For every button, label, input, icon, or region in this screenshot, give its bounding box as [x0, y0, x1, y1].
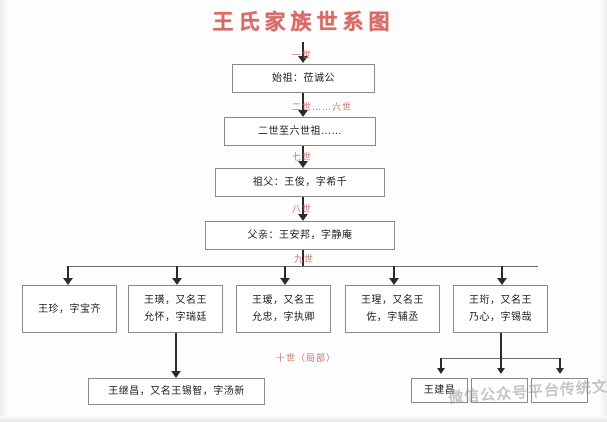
node-gen10-3[interactable]: [471, 378, 528, 403]
node-gen9-4-line2: 佐，字辅丞: [366, 312, 419, 323]
node-gen10-2-label: 王建昌: [423, 384, 456, 396]
arrow-gen9-4: [389, 278, 399, 285]
arrow-gen9-2: [172, 278, 182, 285]
node-gen9-3-line1: 王瑷，又名王: [252, 295, 315, 306]
node-gen10-1[interactable]: 王继昌，又名王锡智，字汤新: [88, 378, 265, 405]
connector-title-to-ancestor: [302, 42, 304, 60]
page-edge-bottom: [0, 416, 607, 422]
node-gen9-5[interactable]: 王珩，又名王 乃心，字锡哉: [453, 285, 548, 333]
generation-label-9: 九世: [294, 255, 315, 265]
drop-gen10-2: [440, 358, 442, 371]
generation-label-8: 八世: [292, 205, 313, 215]
page-edge-right: [599, 0, 607, 422]
page-edge-left: [0, 0, 8, 422]
arrow-gen10-left: [171, 371, 181, 378]
arrow-to-father: [298, 214, 308, 221]
connector-grandfather-to-father: [302, 197, 304, 219]
node-gen9-3-line2: 允忠，字执卿: [252, 312, 315, 323]
arrow-gen10-3: [497, 368, 505, 374]
arrow-to-gen2: [298, 110, 308, 117]
node-father[interactable]: 父亲：王安邦，字静庵: [205, 221, 395, 250]
arrow-to-grandfather: [298, 161, 308, 168]
generation-label-10: 十世（局部）: [276, 354, 337, 364]
drop-gen9-5: [501, 266, 503, 281]
node-gen9-3[interactable]: 王瑷，又名王 允忠，字执卿: [236, 285, 331, 333]
connector-gen9-2-to-gen10: [175, 333, 177, 375]
node-grandfather[interactable]: 祖父：王俊，字希千: [215, 168, 385, 197]
node-gen10-1-label: 王继昌，又名王锡智，字汤新: [108, 385, 245, 397]
generation-label-1: 一世: [292, 51, 313, 61]
chart-title: 王氏家族世系图: [212, 10, 395, 34]
node-gen10-4[interactable]: [531, 378, 588, 403]
drop-gen9-1: [67, 266, 69, 281]
drop-gen9-2: [176, 266, 178, 281]
node-gen9-5-line2: 乃心，字锡哉: [469, 312, 532, 323]
node-ancestor[interactable]: 始祖：莅诚公: [232, 64, 375, 93]
node-gen9-4[interactable]: 王瑆，又名王 佐，字辅丞: [345, 285, 440, 333]
node-gen9-2-line1: 王璜，又名王: [144, 295, 207, 306]
node-father-label: 父亲：王安邦，字静庵: [247, 229, 353, 241]
generation-label-7: 七世: [292, 153, 313, 163]
connector-gen9-5-down: [500, 333, 502, 359]
arrow-gen10-2: [437, 368, 445, 374]
node-gen9-2-line2: 允怀，字瑞廷: [144, 312, 207, 323]
node-gen10-2[interactable]: 王建昌: [411, 378, 468, 403]
connector-ancestor-to-gen2: [302, 93, 304, 115]
arrow-gen9-1: [63, 278, 73, 285]
arrow-to-ancestor: [298, 56, 308, 63]
arrow-gen9-3: [280, 278, 290, 285]
connector-father-to-bus: [302, 250, 304, 266]
node-gen9-5-line1: 王珩，又名王: [469, 295, 532, 306]
node-gen9-2[interactable]: 王璜，又名王 允怀，字瑞廷: [128, 285, 223, 333]
drop-gen10-4: [559, 358, 561, 371]
arrow-gen10-4: [556, 368, 564, 374]
drop-gen9-3: [284, 266, 286, 281]
node-gen9-1-line1: 王珍，字宝齐: [38, 303, 101, 315]
generation-label-2to6: 二世……六世: [292, 103, 353, 113]
arrow-gen9-5: [497, 278, 507, 285]
node-gen9-1[interactable]: 王珍，字宝齐: [22, 285, 117, 333]
sibling-bus-gen9: [68, 266, 538, 267]
node-gen9-4-line1: 王瑆，又名王: [361, 295, 424, 306]
node-gen2to6[interactable]: 二世至六世祖……: [224, 117, 376, 146]
drop-gen10-3: [500, 358, 502, 371]
node-ancestor-label: 始祖：莅诚公: [272, 72, 335, 84]
connector-gen2to6-to-grandfather: [302, 146, 304, 166]
node-grandfather-label: 祖父：王俊，字希千: [252, 176, 348, 188]
drop-gen9-4: [393, 266, 395, 281]
node-gen2to6-label: 二世至六世祖……: [258, 125, 342, 137]
